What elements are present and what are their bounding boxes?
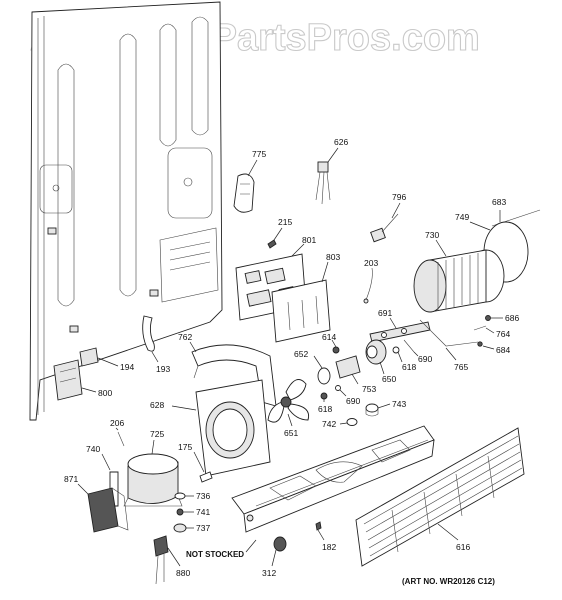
callout-650: 650 <box>382 374 396 384</box>
callout-880: 880 <box>176 568 190 578</box>
callout-686: 686 <box>505 313 519 323</box>
part-691[interactable] <box>369 317 431 343</box>
part-690-upper[interactable] <box>403 339 419 357</box>
callout-691: 691 <box>378 308 392 318</box>
callout-182: 182 <box>322 542 336 552</box>
callout-749: 749 <box>455 212 469 222</box>
callout-803: 803 <box>326 252 340 262</box>
part-753[interactable] <box>335 355 361 385</box>
part-614[interactable] <box>331 339 340 354</box>
callout-690-lower: 690 <box>346 396 360 406</box>
callout-618-lower: 618 <box>318 404 332 414</box>
callout-206: 206 <box>110 418 124 428</box>
callout-193: 193 <box>156 364 170 374</box>
callout-742: 742 <box>322 419 336 429</box>
part-765[interactable] <box>419 319 479 361</box>
callout-203: 203 <box>364 258 378 268</box>
part-193[interactable] <box>142 315 159 363</box>
callout-753: 753 <box>362 384 376 394</box>
part-616[interactable] <box>355 427 525 567</box>
not-stocked-note: NOT STOCKED <box>186 550 244 559</box>
part-312[interactable] <box>271 536 287 567</box>
part-618-upper[interactable] <box>392 346 403 363</box>
part-628[interactable] <box>171 379 271 477</box>
part-215[interactable] <box>267 227 283 249</box>
part-871[interactable] <box>77 483 129 533</box>
callout-312: 312 <box>262 568 276 578</box>
callout-618-upper: 618 <box>402 362 416 372</box>
part-690-lower[interactable] <box>335 385 347 397</box>
callout-764: 764 <box>496 329 510 339</box>
part-684[interactable] <box>477 341 495 350</box>
cabinet-back <box>29 1 223 421</box>
part-730[interactable] <box>413 239 505 313</box>
callout-775: 775 <box>252 149 266 159</box>
part-725[interactable] <box>123 439 183 507</box>
part-650[interactable] <box>365 339 387 375</box>
callout-690-upper: 690 <box>418 354 432 364</box>
callout-651: 651 <box>284 428 298 438</box>
callout-736: 736 <box>196 491 210 501</box>
part-737[interactable] <box>173 523 194 533</box>
part-686[interactable] <box>485 315 504 321</box>
callout-730: 730 <box>425 230 439 240</box>
callout-800: 800 <box>98 388 112 398</box>
callout-626: 626 <box>334 137 348 147</box>
callout-765: 765 <box>454 362 468 372</box>
callout-616: 616 <box>456 542 470 552</box>
part-775[interactable] <box>233 159 258 213</box>
part-736[interactable] <box>174 492 194 500</box>
callout-737: 737 <box>196 523 210 533</box>
art-number: (ART NO. WR20126 C12) <box>402 577 495 586</box>
callout-628: 628 <box>150 400 164 410</box>
part-203[interactable] <box>363 267 373 304</box>
part-626[interactable] <box>315 147 339 205</box>
callout-194: 194 <box>120 362 134 372</box>
part-800[interactable] <box>53 359 97 401</box>
callout-743: 743 <box>392 399 406 409</box>
part-764[interactable] <box>473 325 495 334</box>
part-175[interactable] <box>193 451 213 483</box>
callout-215: 215 <box>278 217 292 227</box>
callout-796: 796 <box>392 192 406 202</box>
callout-725: 725 <box>150 429 164 439</box>
callout-652: 652 <box>294 349 308 359</box>
part-182[interactable] <box>315 521 325 541</box>
part-618-lower[interactable] <box>320 392 328 402</box>
part-803[interactable] <box>271 261 331 343</box>
callout-175: 175 <box>178 442 192 452</box>
part-652[interactable] <box>313 355 331 385</box>
base-tray <box>231 425 435 533</box>
part-742[interactable] <box>339 418 358 426</box>
part-796[interactable] <box>370 202 401 243</box>
callout-801: 801 <box>302 235 316 245</box>
callout-871: 871 <box>64 474 78 484</box>
part-743[interactable] <box>365 403 391 417</box>
callout-684: 684 <box>496 345 510 355</box>
callout-740: 740 <box>86 444 100 454</box>
callout-614: 614 <box>322 332 336 342</box>
part-194[interactable] <box>79 347 119 367</box>
part-651[interactable] <box>267 379 310 427</box>
part-880[interactable] <box>153 535 181 585</box>
callout-762: 762 <box>178 332 192 342</box>
callout-683: 683 <box>492 197 506 207</box>
part-741[interactable] <box>176 508 194 516</box>
callout-741: 741 <box>196 507 210 517</box>
part-206[interactable] <box>115 427 125 447</box>
